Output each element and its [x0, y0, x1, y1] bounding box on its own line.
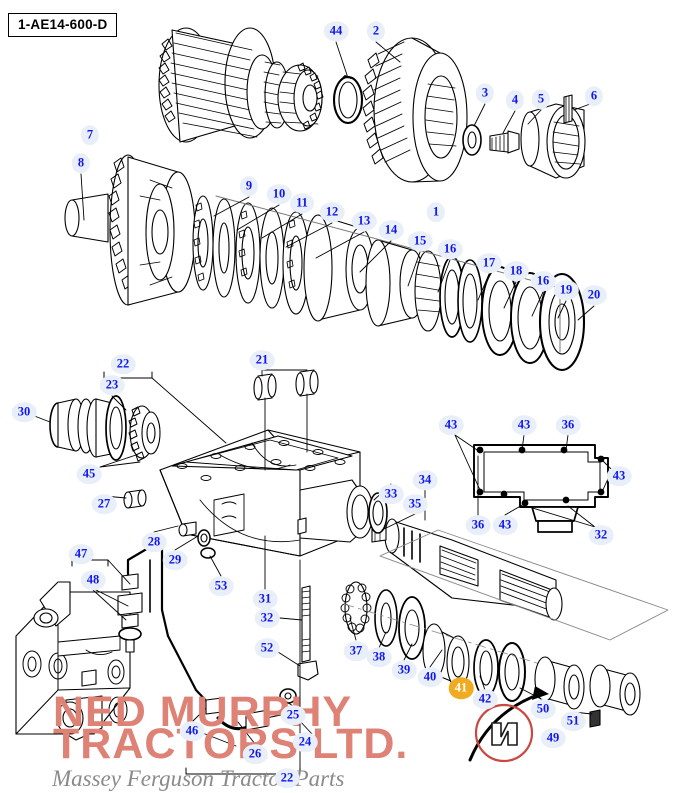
callout-13[interactable]: 13 [351, 211, 377, 231]
washer-3 [462, 124, 482, 156]
callout-28[interactable]: 28 [141, 532, 167, 552]
studs-21 [253, 369, 319, 471]
callout-15[interactable]: 15 [407, 231, 433, 251]
callout-32[interactable]: 32 [588, 525, 614, 545]
callout-22[interactable]: 22 [274, 768, 300, 788]
callout-17[interactable]: 17 [476, 253, 502, 273]
bearing-sprocket-group [49, 395, 161, 509]
roll-pin-6 [563, 94, 573, 124]
part-number-label: 1-AE14-600-D [8, 13, 118, 37]
callout-5[interactable]: 5 [531, 89, 551, 109]
callout-47[interactable]: 47 [68, 544, 94, 564]
callout-4[interactable]: 4 [505, 90, 525, 110]
coupler-5 [520, 103, 586, 179]
callout-43[interactable]: 43 [438, 415, 464, 435]
callout-10[interactable]: 10 [266, 184, 292, 204]
callout-29[interactable]: 29 [162, 550, 188, 570]
callout-20[interactable]: 20 [581, 285, 607, 305]
callout-22[interactable]: 22 [110, 354, 136, 374]
callout-32[interactable]: 32 [254, 608, 280, 628]
callout-33[interactable]: 33 [378, 484, 404, 504]
callout-3[interactable]: 3 [475, 83, 495, 103]
callout-14[interactable]: 14 [378, 220, 404, 240]
callout-38[interactable]: 38 [366, 647, 392, 667]
callout-43[interactable]: 43 [511, 415, 537, 435]
callout-40[interactable]: 40 [417, 667, 443, 687]
callout-41-selected[interactable]: 41 [448, 677, 474, 699]
callout-19[interactable]: 19 [553, 280, 579, 300]
callout-36[interactable]: 36 [555, 415, 581, 435]
helical-gear-2 [362, 37, 468, 183]
callout-8[interactable]: 8 [71, 153, 91, 173]
callout-23[interactable]: 23 [99, 375, 125, 395]
output-shaft-34 [368, 492, 669, 641]
callout-26[interactable]: 26 [242, 744, 268, 764]
callout-18[interactable]: 18 [503, 261, 529, 281]
gearbox-housing [159, 369, 374, 681]
ned-murphy-logo-icon [474, 703, 534, 763]
callout-42[interactable]: 42 [472, 689, 498, 709]
callout-21[interactable]: 21 [249, 350, 275, 370]
callout-31[interactable]: 31 [252, 589, 278, 609]
callout-46[interactable]: 46 [179, 721, 205, 741]
callout-48[interactable]: 48 [80, 570, 106, 590]
callout-50[interactable]: 50 [530, 699, 556, 719]
hydraulic-pipes [126, 545, 212, 707]
callout-53[interactable]: 53 [208, 576, 234, 596]
callout-34[interactable]: 34 [412, 470, 438, 490]
callout-44[interactable]: 44 [323, 21, 349, 41]
hydraulic-valve-block [15, 581, 131, 741]
callout-2[interactable]: 2 [366, 21, 386, 41]
callout-43[interactable]: 43 [606, 466, 632, 486]
callout-16[interactable]: 16 [530, 271, 556, 291]
callout-30[interactable]: 30 [11, 402, 37, 422]
callout-36[interactable]: 36 [465, 515, 491, 535]
top-cluster-gear [158, 27, 324, 143]
callout-52[interactable]: 52 [254, 638, 280, 658]
callout-6[interactable]: 6 [584, 86, 604, 106]
callout-12[interactable]: 12 [319, 202, 345, 222]
bolt-4 [489, 130, 520, 154]
callout-27[interactable]: 27 [91, 494, 117, 514]
callout-39[interactable]: 39 [391, 660, 417, 680]
callout-25[interactable]: 25 [280, 705, 306, 725]
clutch-discs [192, 195, 310, 315]
callout-24[interactable]: 24 [292, 732, 318, 752]
snap-ring-44 [332, 75, 364, 125]
callout-1[interactable]: 1 [426, 202, 446, 222]
clutch-pack-assembly [64, 154, 586, 372]
callout-16[interactable]: 16 [437, 239, 463, 259]
callout-11[interactable]: 11 [290, 193, 314, 213]
callout-51[interactable]: 51 [560, 711, 586, 731]
callout-35[interactable]: 35 [402, 494, 428, 514]
callout-45[interactable]: 45 [76, 464, 102, 484]
callout-7[interactable]: 7 [80, 125, 100, 145]
callout-43[interactable]: 43 [492, 515, 518, 535]
cover-plate-gasket [473, 444, 609, 533]
callout-9[interactable]: 9 [239, 176, 259, 196]
callout-37[interactable]: 37 [343, 641, 369, 661]
callout-49[interactable]: 49 [540, 728, 566, 748]
